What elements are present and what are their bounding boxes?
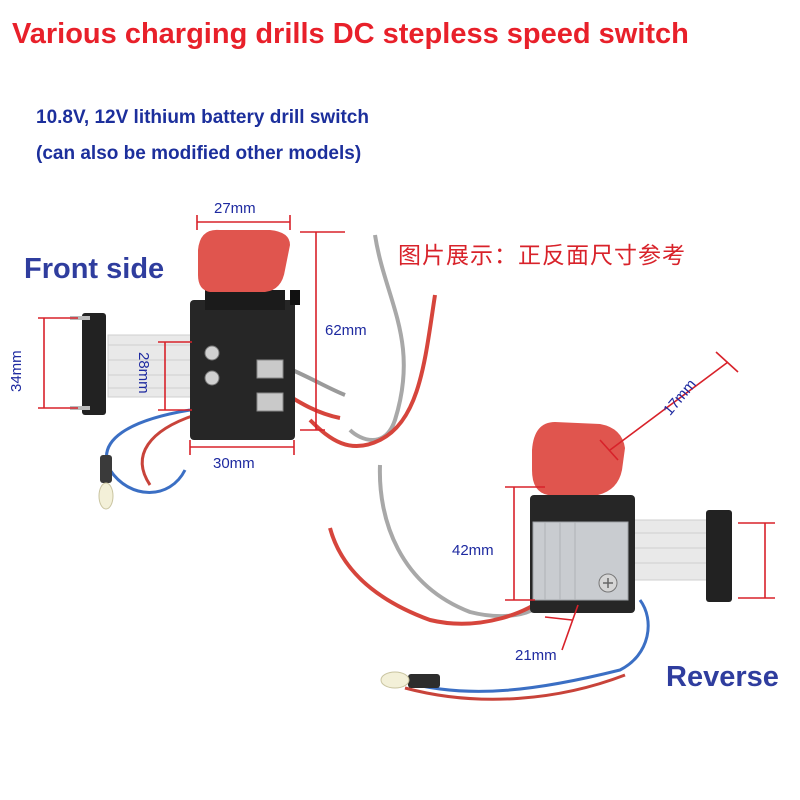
- dim-front-side-height: 34mm: [8, 350, 25, 392]
- rev-blue-wire: [404, 599, 650, 693]
- rev-ribbon-cable: [629, 519, 716, 581]
- rev-side-connector: [706, 510, 732, 602]
- rev-led-red-wire: [404, 673, 626, 701]
- dim-front-height: 62mm: [325, 322, 367, 339]
- terminal-1: [256, 359, 284, 379]
- led-bulb: [98, 482, 114, 510]
- dim-front-body-height: 28mm: [135, 352, 152, 394]
- red-wire: [308, 294, 437, 449]
- dim-reverse-height: 42mm: [452, 542, 494, 559]
- reverse-label: Reverse: [666, 661, 779, 693]
- front-switch: [38, 215, 437, 510]
- front-dimension-lines: [38, 215, 345, 455]
- rev-led-bulb: [380, 671, 410, 689]
- dim-reverse-depth: 21mm: [515, 647, 557, 664]
- chinese-caption: 图片展示：正反面尺寸参考: [398, 243, 686, 269]
- led-red-wire: [140, 413, 196, 486]
- side-connector: [82, 313, 106, 415]
- rev-trigger: [532, 422, 625, 495]
- trigger: [198, 229, 290, 292]
- grey-wire: [348, 234, 406, 442]
- rev-red-wire: [328, 527, 550, 626]
- terminal-2: [256, 392, 284, 412]
- reverse-switch: [328, 351, 775, 701]
- dim-front-top-width: 27mm: [214, 200, 256, 217]
- dim-front-bottom-width: 30mm: [213, 455, 255, 472]
- rev-led-holder: [408, 674, 440, 688]
- front-side-label: Front side: [24, 253, 165, 285]
- page-title: Various charging drills DC stepless spee…: [12, 18, 689, 50]
- led-holder: [100, 455, 112, 483]
- reverse-dimension-lines: [505, 351, 775, 651]
- subtitle-line-2: (can also be modified other models): [36, 143, 362, 164]
- subtitle-line-1: 10.8V, 12V lithium battery drill switch: [36, 107, 369, 128]
